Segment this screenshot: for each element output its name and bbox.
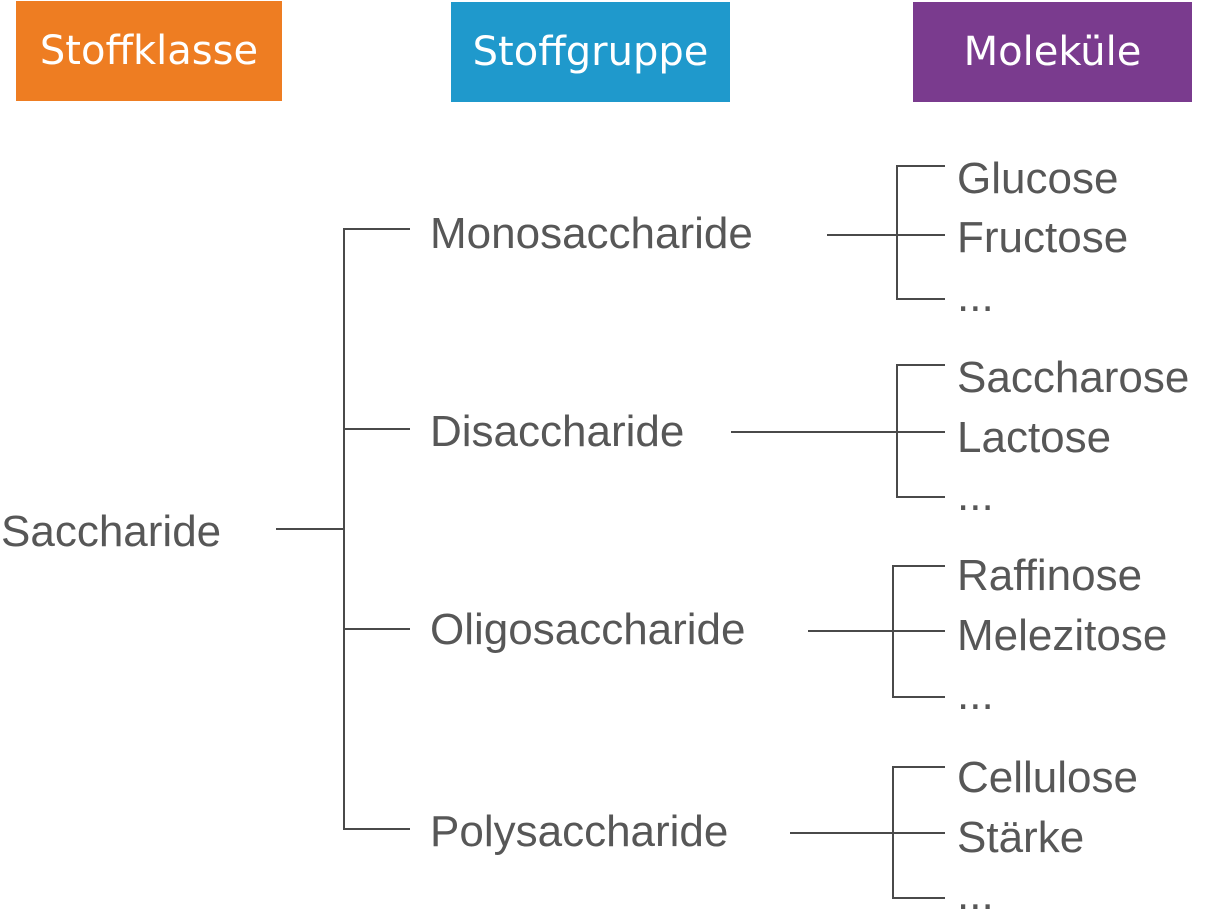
header-stoffgruppe-label: Stoffgruppe xyxy=(472,29,709,75)
group-polysaccharide: Polysaccharide xyxy=(430,807,729,856)
header-molekuele-label: Moleküle xyxy=(963,29,1142,75)
molecule-melezitose: Melezitose xyxy=(957,611,1168,660)
molecule-ellipsis-di: ... xyxy=(957,471,994,520)
molecule-saccharose: Saccharose xyxy=(957,353,1190,402)
molecule-lactose: Lactose xyxy=(957,413,1112,462)
molecule-cellulose: Cellulose xyxy=(957,753,1138,802)
header-stoffklasse-label: Stoffklasse xyxy=(39,28,259,74)
molecule-glucose: Glucose xyxy=(957,154,1119,203)
molecule-fructose: Fructose xyxy=(957,213,1129,262)
molecule-ellipsis-poly: ... xyxy=(957,870,994,919)
header-molekuele: Moleküle xyxy=(913,2,1192,102)
group-disaccharide: Disaccharide xyxy=(430,407,685,456)
header-stoffgruppe: Stoffgruppe xyxy=(451,2,730,102)
root-saccharide: Saccharide xyxy=(1,507,222,556)
molecule-ellipsis-mono: ... xyxy=(957,272,994,321)
molecule-staerke: Stärke xyxy=(957,813,1085,862)
molecule-raffinose: Raffinose xyxy=(957,551,1143,600)
molecule-ellipsis-oligo: ... xyxy=(957,670,994,719)
header-stoffklasse: Stoffklasse xyxy=(16,1,282,101)
group-oligosaccharide: Oligosaccharide xyxy=(430,605,746,654)
group-monosaccharide: Monosaccharide xyxy=(430,209,753,258)
